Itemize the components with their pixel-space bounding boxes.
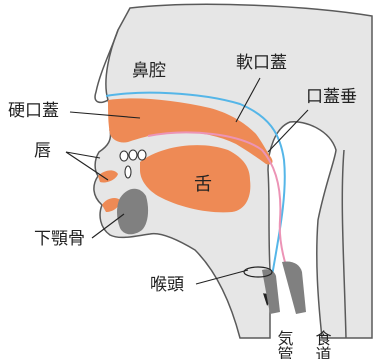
label-esophagus: 食道 — [313, 330, 332, 359]
label-mandible: 下顎骨 — [34, 229, 85, 249]
label-nasal-cavity: 鼻腔 — [132, 61, 166, 81]
label-tongue: 舌 — [194, 174, 212, 195]
label-larynx: 喉頭 — [150, 275, 184, 295]
label-trachea: 気管 — [275, 330, 294, 359]
label-hard-palate: 硬口蓋 — [8, 101, 59, 121]
esophagus-shape — [282, 261, 306, 314]
label-lips: 唇 — [34, 141, 51, 161]
label-soft-palate: 軟口蓋 — [236, 53, 287, 73]
label-uvula: 口蓋垂 — [306, 87, 357, 107]
